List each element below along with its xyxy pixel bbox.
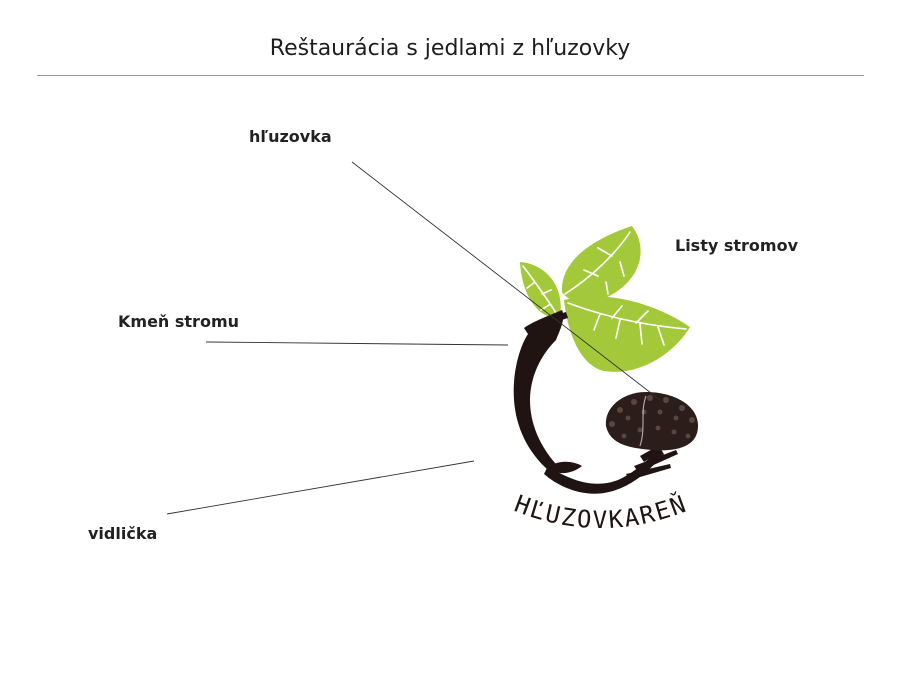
- trunk-shape: [513, 310, 564, 470]
- fork-tine-2: [634, 450, 678, 472]
- leaf-top: [561, 226, 641, 303]
- leaves-graphic: [520, 226, 690, 372]
- leaf-right: [564, 296, 690, 372]
- fork-handle: [544, 448, 664, 494]
- truffle-texture: [609, 395, 695, 439]
- page-title: Reštaurácia s jedlami z hľuzovky: [269, 36, 631, 61]
- trunk-graphic: [513, 310, 568, 470]
- leaf-left-vein: [522, 265, 559, 317]
- leaf-right-vein: [567, 302, 687, 346]
- logo-wordmark: HĽUZOVKAREŇ: [511, 489, 691, 534]
- logo: HĽUZOVKAREŇ: [511, 226, 698, 534]
- leaf-top-vein: [564, 231, 631, 295]
- leader-line-fork: [166, 460, 475, 515]
- truffle-graphic: [605, 392, 698, 451]
- title-divider: [37, 75, 864, 76]
- label-truffle: hľuzovka: [249, 127, 332, 146]
- fork-tine-3: [626, 464, 671, 480]
- label-trunk: Kmeň stromu: [118, 312, 239, 331]
- trunk-branch: [548, 312, 568, 328]
- truffle-crack: [639, 395, 647, 447]
- fork-blade: [548, 461, 582, 474]
- truffle-shape: [605, 392, 698, 451]
- leader-line-truffle: [351, 161, 661, 401]
- label-leaves: Listy stromov: [675, 236, 798, 255]
- leader-line-trunk: [205, 341, 509, 346]
- label-fork: vidlička: [88, 524, 158, 543]
